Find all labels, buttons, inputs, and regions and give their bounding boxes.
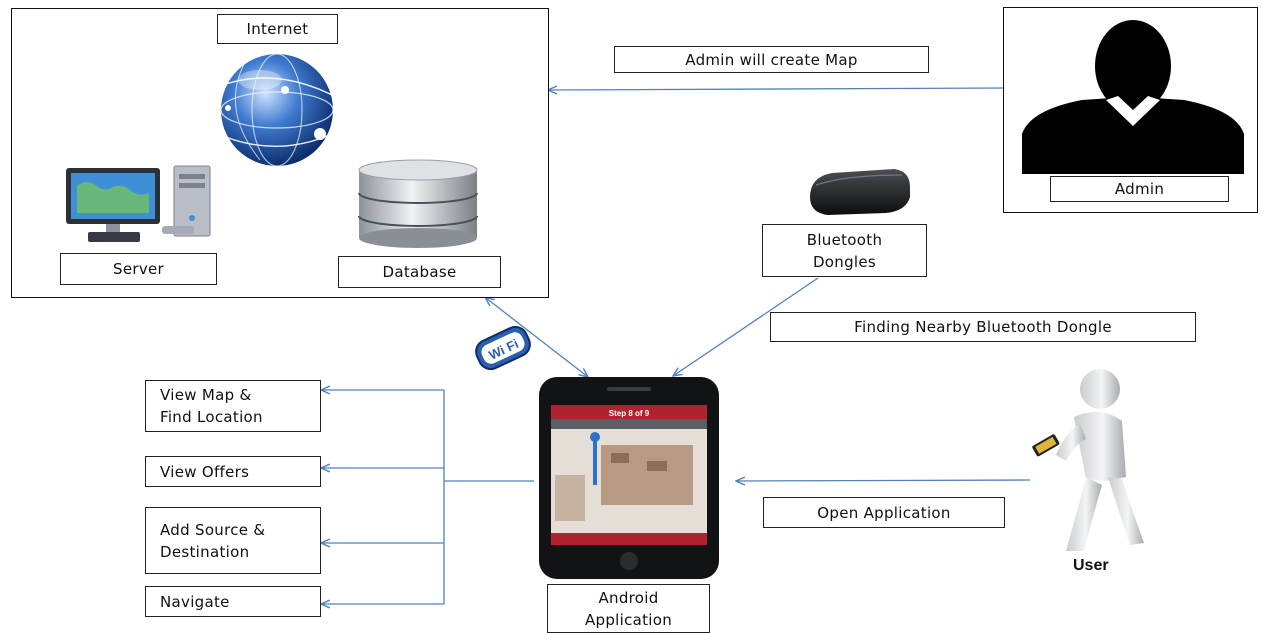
android-application-text: Android Application [584,588,673,629]
feature-view-offers-text: View Offers [160,462,250,481]
internet-label-text: Internet [246,20,309,38]
wifi-icon: Wi Fi [475,325,531,371]
user-label: User [1073,557,1109,574]
admin-creates-map-text: Admin will create Map [685,50,858,69]
database-label-text: Database [382,263,457,281]
admin-silhouette-icon [1022,20,1244,174]
bluetooth-dongles-text: Bluetooth Dongles [806,230,883,271]
admin-creates-map-label: Admin will create Map [614,46,929,73]
feature-add-source-destination: Add Source & Destination [145,507,321,574]
open-application-text: Open Application [817,503,951,522]
server-label-text: Server [113,260,164,278]
admin-label-text: Admin [1114,180,1165,198]
finding-dongle-label: Finding Nearby Bluetooth Dongle [770,312,1196,342]
open-application-label: Open Application [763,497,1005,528]
bluetooth-dongles-label: Bluetooth Dongles [762,224,927,277]
feature-view-map: View Map & Find Location [145,380,321,432]
finding-dongle-text: Finding Nearby Bluetooth Dongle [854,318,1112,336]
server-computer-icon [66,165,211,242]
feature-view-map-text: View Map & Find Location [160,386,263,426]
bluetooth-dongle-icon [810,169,910,215]
android-phone-icon: Step 8 of 9 [539,377,719,579]
android-application-label: Android Application [547,584,710,633]
globe-icon [199,53,359,167]
admin-label: Admin [1050,176,1229,202]
feature-add-source-text: Add Source & Destination [160,520,266,561]
database-label: Database [338,256,501,288]
user-figure-icon [1032,369,1144,551]
database-icon [358,159,478,248]
feature-navigate: Navigate [145,586,321,617]
user-to-phone-arrow [736,480,1031,481]
feature-navigate-text: Navigate [160,592,230,611]
phone-screen-header: Step 8 of 9 [609,409,650,418]
feature-view-offers: View Offers [145,456,321,487]
admin-to-system-arrow [548,88,1004,90]
server-label: Server [60,253,217,285]
internet-label: Internet [217,14,338,44]
